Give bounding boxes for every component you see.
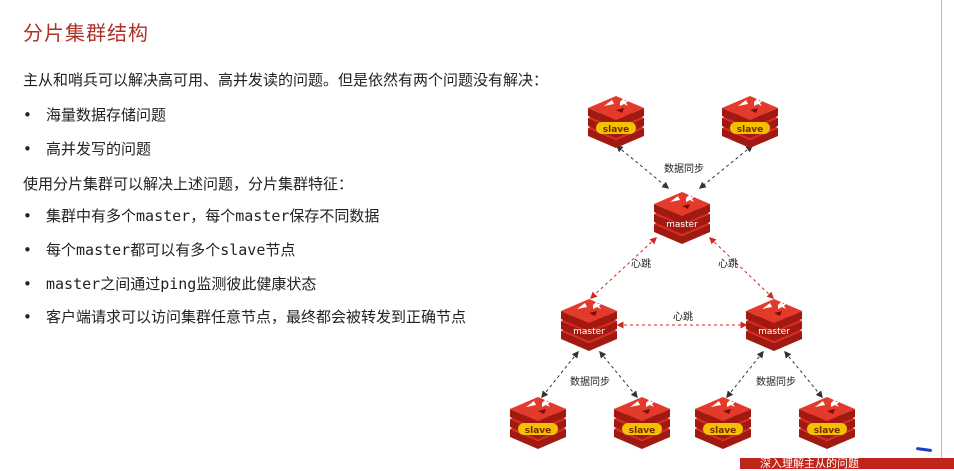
problem-item: • 高并发写的问题	[23, 139, 603, 159]
sync-edge	[726, 350, 764, 399]
node-label: slave	[525, 426, 552, 436]
slave-node: slave	[695, 397, 751, 449]
edge-label-sync: 数据同步	[664, 162, 704, 175]
bullet-icon: •	[23, 140, 32, 158]
feature-item: • 每个master都可以有多个slave节点	[23, 240, 603, 260]
page-title: 分片集群结构	[23, 21, 149, 45]
sync-edge	[541, 350, 579, 399]
problem-item: • 海量数据存储问题	[23, 105, 603, 125]
slave-node: slave	[510, 397, 566, 449]
edge-label-heartbeat: 心跳	[718, 257, 738, 270]
bullet-icon: •	[23, 275, 32, 293]
sync-edge	[615, 145, 670, 189]
node-label: slave	[710, 426, 737, 436]
bullet-icon: •	[23, 308, 32, 326]
feature-text: master之间通过ping监测彼此健康状态	[46, 275, 317, 293]
intro-text: 主从和哨兵可以解决高可用、高并发读的问题。但是依然有两个问题没有解决：	[23, 71, 549, 89]
sync-edge	[784, 350, 823, 399]
node-label: slave	[629, 426, 656, 436]
feature-item: • 客户端请求可以访问集群任意节点，最终都会被转发到正确节点	[23, 307, 603, 327]
heartbeat-edge	[708, 237, 775, 299]
master-node: master	[561, 299, 617, 351]
heartbeat-edge	[589, 237, 658, 299]
footer-banner-text: 深入理解主从的问题	[760, 457, 859, 470]
feature-item: • 集群中有多个master，每个master保存不同数据	[23, 206, 603, 226]
solution-intro-text: 使用分片集群可以解决上述问题，分片集群特征：	[23, 175, 354, 193]
master-node: master	[654, 192, 710, 244]
sync-edge	[599, 350, 638, 399]
bullet-icon: •	[23, 207, 32, 225]
feature-text: 集群中有多个master，每个master保存不同数据	[46, 207, 380, 225]
bullet-icon: •	[23, 241, 32, 259]
node-label: slave	[737, 125, 764, 135]
edge-label-heartbeat: 心跳	[673, 310, 693, 323]
bullet-icon: •	[23, 106, 32, 124]
node-label: master	[666, 220, 698, 230]
problem-text: 海量数据存储问题	[46, 106, 167, 124]
slave-node: slave	[722, 96, 778, 148]
node-label: slave	[814, 426, 841, 436]
footer-banner: 深入理解主从的问题	[740, 457, 954, 470]
page-border	[941, 0, 942, 469]
master-node: master	[746, 299, 802, 351]
sync-edge	[698, 145, 754, 189]
edge-label-heartbeat: 心跳	[631, 257, 651, 270]
slave-node: slave	[614, 397, 670, 449]
node-label: master	[573, 327, 605, 337]
feature-text: 每个master都可以有多个slave节点	[46, 241, 296, 259]
problem-text: 高并发写的问题	[46, 140, 152, 158]
slave-node: slave	[799, 397, 855, 449]
node-label: master	[758, 327, 790, 337]
edge-label-sync: 数据同步	[570, 375, 610, 388]
feature-text: 客户端请求可以访问集群任意节点，最终都会被转发到正确节点	[46, 308, 467, 326]
slave-node: slave	[588, 96, 644, 148]
node-label: slave	[603, 125, 630, 135]
feature-item: • master之间通过ping监测彼此健康状态	[23, 274, 603, 294]
edge-label-sync: 数据同步	[756, 375, 796, 388]
